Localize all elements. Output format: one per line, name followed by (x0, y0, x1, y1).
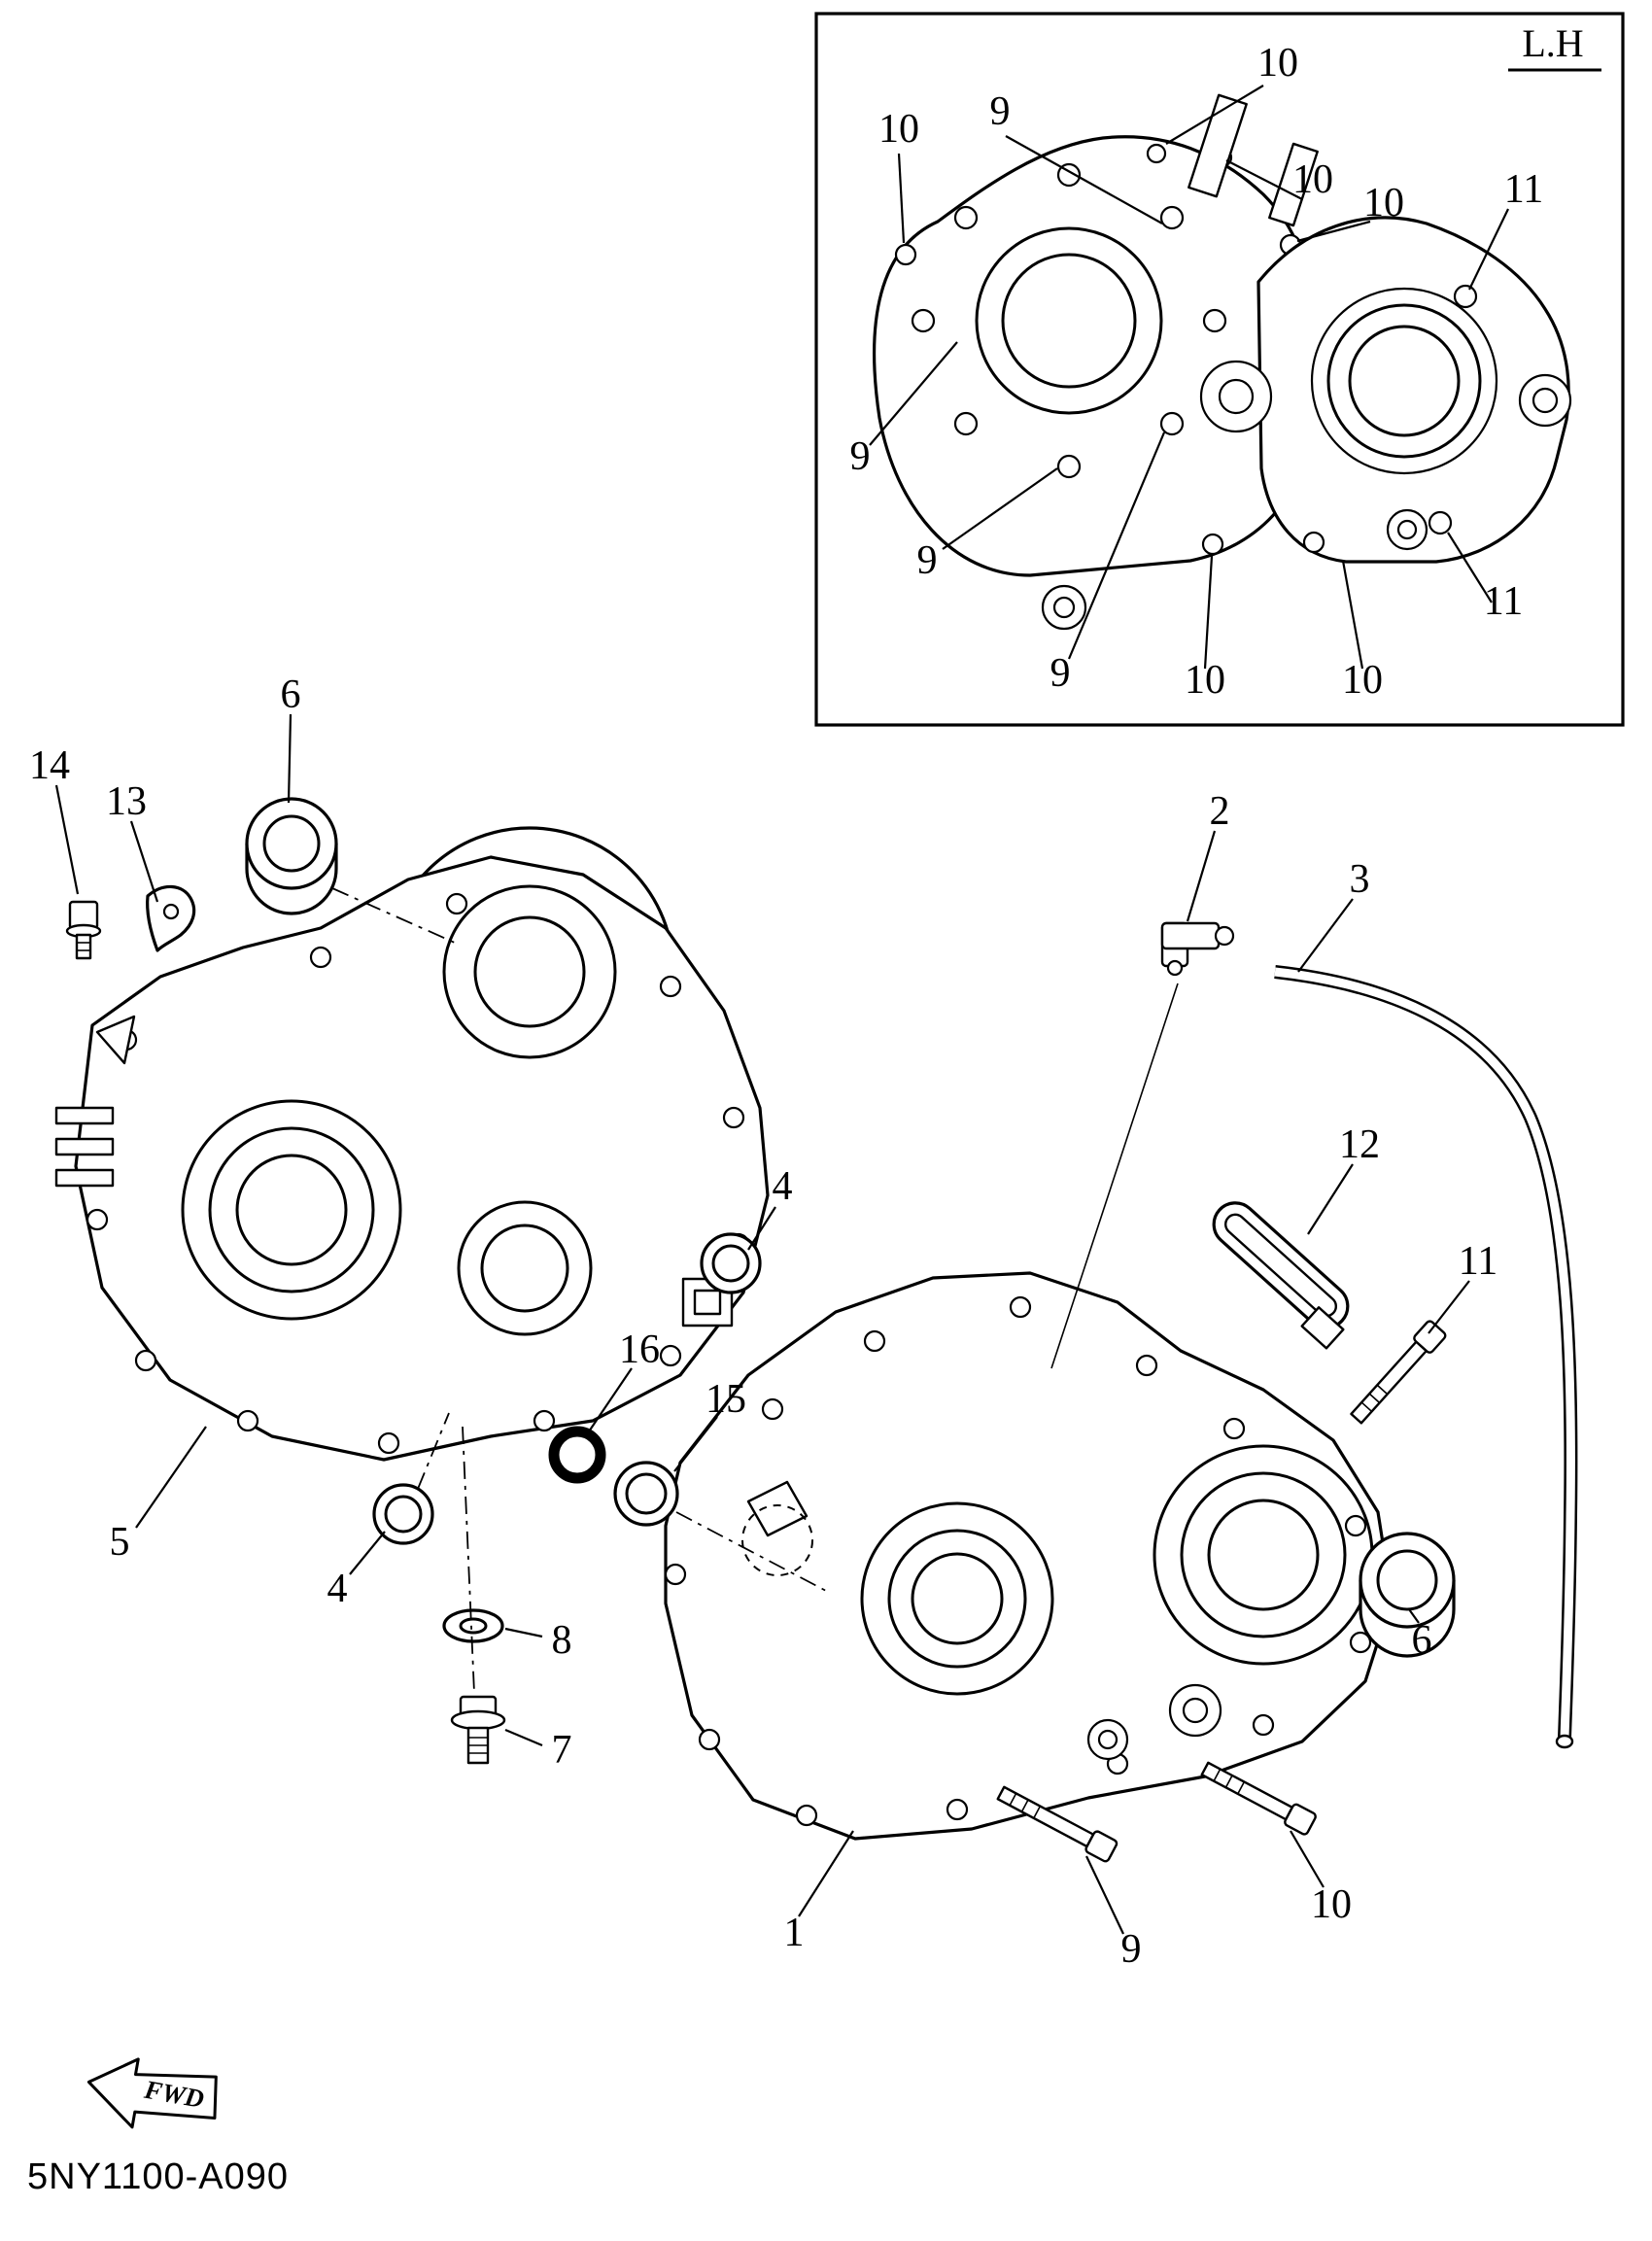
callout: 1 (784, 1911, 805, 1955)
callout: 4 (773, 1164, 793, 1209)
inset-leader-lines (869, 85, 1509, 670)
callout: 3 (1350, 857, 1370, 902)
callout: 2 (1210, 789, 1230, 834)
callout: 6 (1412, 1618, 1432, 1663)
bushing-4-right (700, 1232, 762, 1294)
callout: 12 (1339, 1122, 1380, 1167)
fwd-arrow-shape (86, 2057, 218, 2129)
callout: 14 (29, 743, 70, 788)
callout: 9 (850, 434, 871, 479)
callout: 9 (1050, 651, 1071, 696)
callout: 9 (917, 538, 938, 583)
screw-10 (1200, 1761, 1317, 1836)
clamp-13 (146, 884, 196, 952)
callout: 10 (1363, 181, 1404, 225)
callout: 8 (552, 1618, 572, 1663)
callout: 13 (106, 779, 147, 824)
callout: 10 (1311, 1882, 1352, 1927)
callout: 11 (1459, 1239, 1497, 1284)
callout: 15 (706, 1377, 746, 1422)
callout: 10 (1185, 658, 1225, 703)
inset-lh-view: 10 9 10 10 10 11 9 9 9 10 10 11 L.H (814, 12, 1625, 727)
inset-callouts: 10 9 10 10 10 11 9 9 9 10 10 11 (850, 41, 1544, 703)
breather-joint-2 (1160, 921, 1235, 977)
callout: 6 (281, 672, 301, 717)
hose-3 (1274, 965, 1578, 1749)
guide-12 (1212, 1201, 1350, 1350)
callout: 7 (552, 1728, 572, 1773)
o-ring-16 (548, 1426, 606, 1484)
bushing-15 (613, 1461, 679, 1527)
callout: 10 (1292, 157, 1333, 202)
inset-right-case-drawing (1199, 216, 1572, 564)
main-callouts: 6 14 13 2 3 12 11 4 16 15 5 4 8 7 6 1 9 … (29, 672, 1497, 1972)
screw-11 (1350, 1320, 1447, 1425)
right-crankcase-drawing (664, 1271, 1394, 1841)
bushing-6-left (245, 797, 338, 915)
main-leader-lines (54, 713, 1470, 1935)
callout: 16 (619, 1327, 660, 1372)
callout: 10 (1257, 41, 1298, 86)
screw-9 (996, 1785, 1119, 1863)
inset-left-case-drawing (873, 93, 1353, 631)
callout: 4 (327, 1567, 348, 1611)
fwd-arrow: FWD (86, 2057, 218, 2129)
callout: 11 (1504, 167, 1543, 212)
bolt-7 (450, 1695, 506, 1765)
bushing-4-left (372, 1483, 434, 1545)
callout: 10 (878, 107, 919, 152)
callout: 10 (1342, 658, 1383, 703)
callout: 11 (1484, 579, 1523, 624)
bushing-6-right (1359, 1532, 1456, 1658)
callout: 5 (110, 1520, 130, 1565)
bolt-14 (65, 900, 102, 960)
callout: 9 (1121, 1927, 1142, 1972)
inset-title: L.H (1522, 21, 1583, 65)
washer-8 (442, 1608, 504, 1643)
part-code: 5NY1100-A090 (27, 2156, 289, 2197)
callout: 9 (990, 89, 1011, 134)
